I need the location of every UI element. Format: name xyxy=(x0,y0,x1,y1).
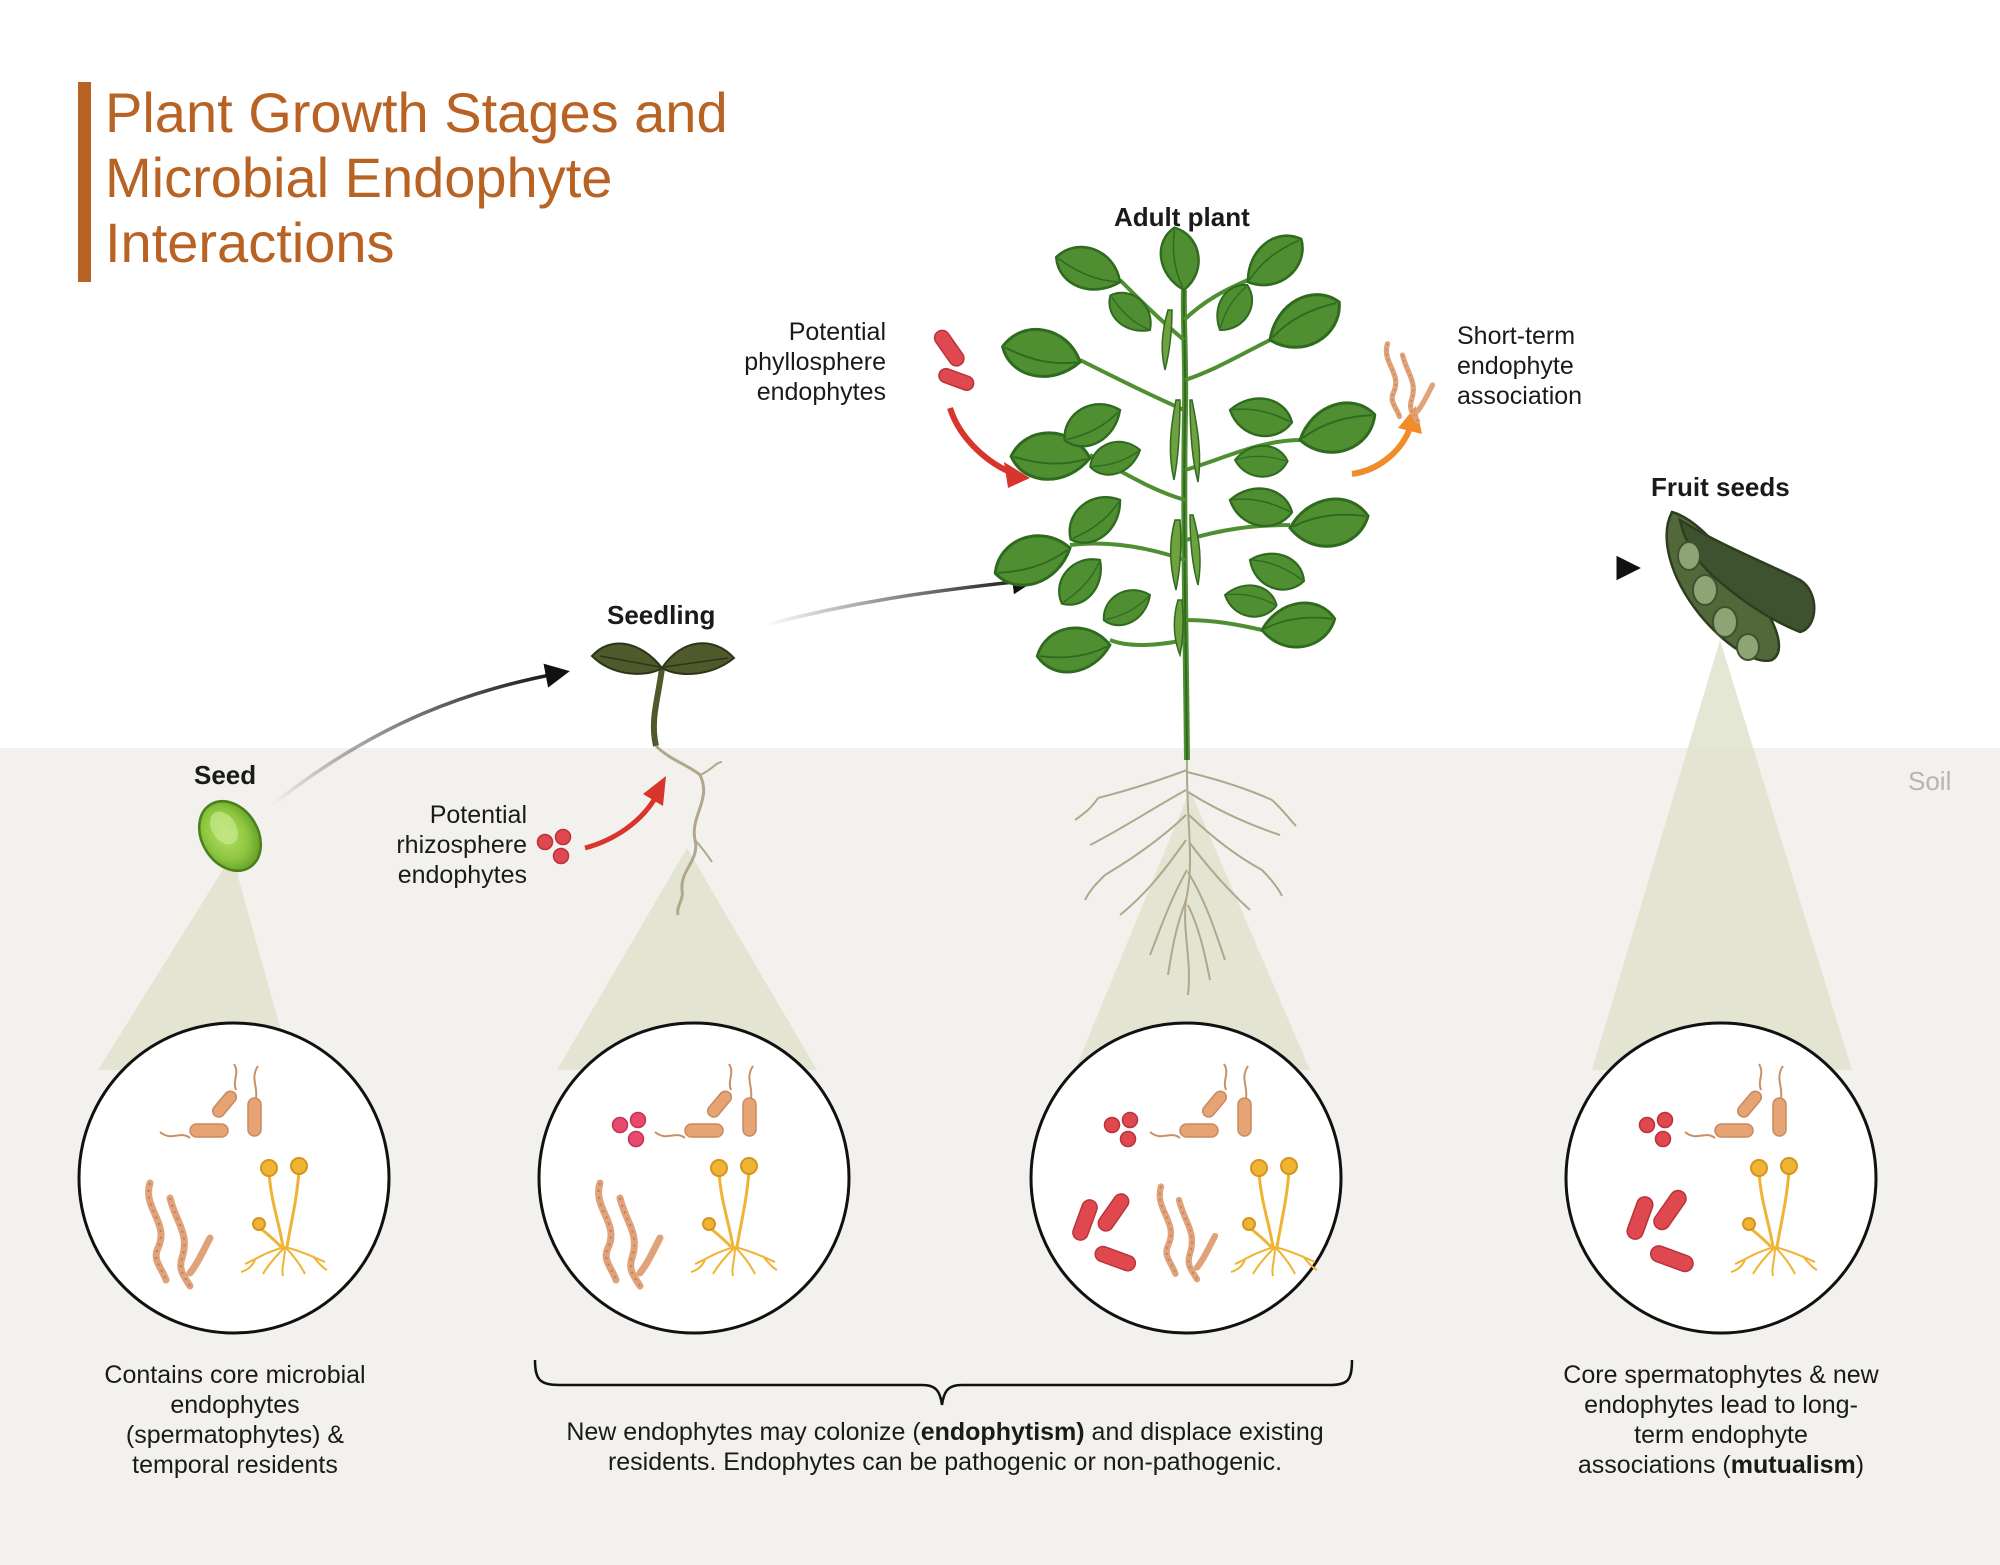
adult-plant-icon xyxy=(988,225,1382,996)
seedling-magnify-cone xyxy=(557,848,817,1070)
stage-label-seed: Seed xyxy=(194,760,257,790)
middle-brace xyxy=(533,1359,1354,1406)
page-title: Plant Growth Stages and Microbial Endoph… xyxy=(105,81,728,274)
phyllosphere-label: Potential phyllosphere endophytes xyxy=(744,318,886,406)
seed-caption: Contains core microbial endophytes (sper… xyxy=(104,1361,366,1479)
fruit-pod-icon xyxy=(1665,510,1816,663)
seed-magnify-cone xyxy=(98,855,292,1070)
stage-label-seedling: Seedling xyxy=(607,600,716,630)
adult-magnify-cone xyxy=(1075,790,1310,1070)
coccus-icon xyxy=(611,1111,647,1148)
phyllosphere-arrow xyxy=(947,407,1030,488)
stage-label-fruit: Fruit seeds xyxy=(1651,472,1790,502)
rhizosphere-label: Potential rhizosphere endophytes xyxy=(396,801,527,889)
phyllosphere-rods-icon xyxy=(933,329,975,391)
seedling-microbe-circle xyxy=(537,1021,851,1335)
soil-label: Soil xyxy=(1908,766,1952,796)
fruit-caption: Core spermatophytes & new endophytes lea… xyxy=(1563,1361,1879,1479)
fruit-microbe-circle xyxy=(1564,1021,1878,1335)
fruit-magnify-cone xyxy=(1592,640,1852,1070)
seedling-icon xyxy=(590,642,736,916)
rhizosphere-arrow xyxy=(584,776,666,851)
short-term-label: Short-term endophyte association xyxy=(1457,322,1583,410)
adult-microbe-circle xyxy=(1029,1021,1343,1335)
rhizosphere-cocci-icon xyxy=(536,828,572,865)
arrow-seed-to-seedling xyxy=(270,663,570,807)
seed-icon xyxy=(197,800,263,872)
title-accent-bar xyxy=(78,82,91,282)
stage-label-adult: Adult plant xyxy=(1114,202,1250,232)
middle-caption: New endophytes may colonize (endophytism… xyxy=(566,1418,1324,1476)
seed-microbe-circle xyxy=(77,1021,391,1335)
arrow-seedling-to-adult xyxy=(764,569,1037,627)
short-term-filament-icon xyxy=(1386,344,1432,421)
